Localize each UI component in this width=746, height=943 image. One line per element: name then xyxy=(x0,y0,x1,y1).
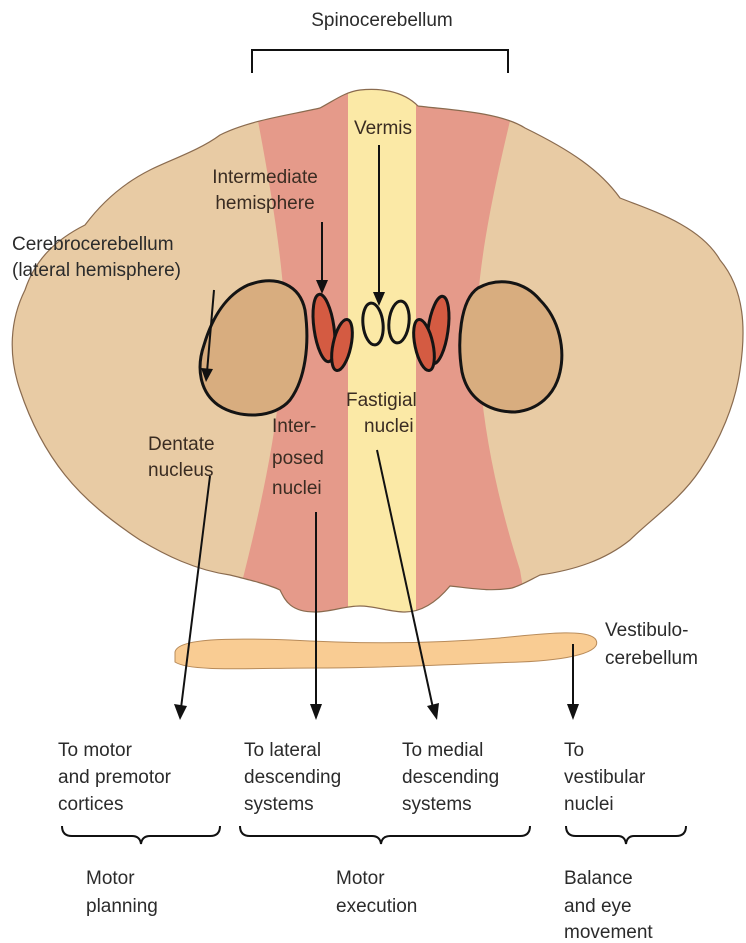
spinocerebellum-label: Spinocerebellum xyxy=(311,10,453,31)
brace-balance xyxy=(566,826,686,844)
dentate-label-line-2: nucleus xyxy=(148,460,214,481)
cerebrocerebellum-label-line-1: Cerebrocerebellum xyxy=(12,234,174,255)
target-line: To medial xyxy=(402,740,483,761)
target-line: descending xyxy=(402,767,499,788)
fastigial-output-arrowhead xyxy=(427,703,439,720)
target-line: vestibular xyxy=(564,767,646,788)
target-motor-cortices: To motor and premotor cortices xyxy=(58,740,172,815)
function-line: Motor xyxy=(336,868,385,889)
intermediate-label-line-2: hemisphere xyxy=(215,193,314,214)
function-line: Balance xyxy=(564,868,633,889)
intermediate-label-line-1: Intermediate xyxy=(212,167,318,188)
function-line: planning xyxy=(86,896,158,917)
vermis-zone xyxy=(348,80,416,640)
dentate-label-line-1: Dentate xyxy=(148,434,215,455)
target-line: systems xyxy=(244,794,314,815)
vermis-label: Vermis xyxy=(354,118,412,139)
brace-motor-execution xyxy=(240,826,530,844)
target-line: descending xyxy=(244,767,341,788)
target-line: nuclei xyxy=(564,794,614,815)
function-balance: Balance and eye movement xyxy=(564,868,653,943)
function-line: and eye xyxy=(564,896,632,917)
target-line: To motor xyxy=(58,740,133,761)
spinocerebellum-bracket xyxy=(252,50,508,73)
target-line: and premotor xyxy=(58,767,172,788)
function-line: execution xyxy=(336,896,417,917)
interposed-label-line-1: Inter- xyxy=(272,416,316,437)
target-line: cortices xyxy=(58,794,123,815)
interposed-output-arrowhead xyxy=(310,704,322,720)
fastigial-label-line-2: nuclei xyxy=(364,416,414,437)
function-motor-execution: Motor execution xyxy=(336,868,417,917)
vestibular-output-arrowhead xyxy=(567,704,579,720)
interposed-label-line-3: nuclei xyxy=(272,478,322,499)
function-motor-planning: Motor planning xyxy=(86,868,158,917)
cerebrocerebellum-label-line-2: (lateral hemisphere) xyxy=(12,260,181,281)
target-line: systems xyxy=(402,794,472,815)
target-line: To lateral xyxy=(244,740,321,761)
function-line: Motor xyxy=(86,868,135,889)
target-line: To xyxy=(564,740,584,761)
interposed-label-line-2: posed xyxy=(272,448,324,469)
vestibulocerebellum-shape xyxy=(175,633,597,669)
vestibulocerebellum-label-line-2: cerebellum xyxy=(605,648,698,669)
vestibulocerebellum-label-line-1: Vestibulo- xyxy=(605,620,688,641)
target-vestibular-nuclei: To vestibular nuclei xyxy=(564,740,646,815)
fastigial-label-line-1: Fastigial xyxy=(346,390,417,411)
target-lateral-descending: To lateral descending systems xyxy=(244,740,341,815)
target-medial-descending: To medial descending systems xyxy=(402,740,499,815)
brace-motor-planning xyxy=(62,826,220,844)
function-line: movement xyxy=(564,922,653,943)
dentate-output-arrowhead xyxy=(174,704,187,720)
